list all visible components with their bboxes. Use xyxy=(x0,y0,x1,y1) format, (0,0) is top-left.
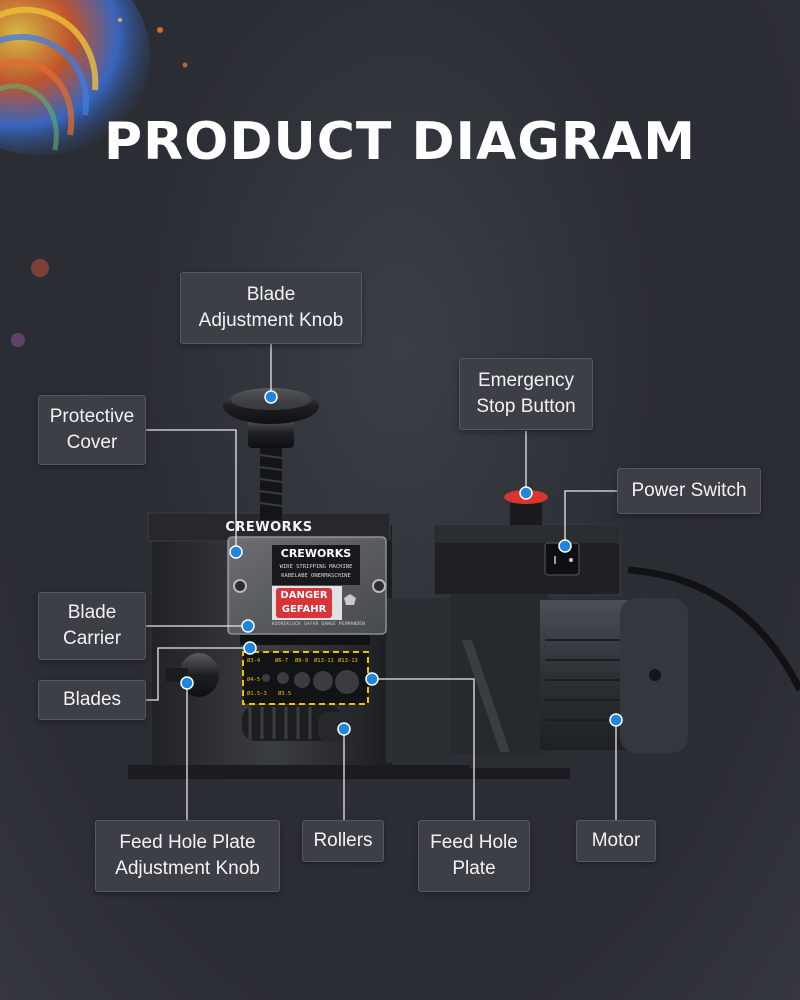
hotspot-protective-cover[interactable] xyxy=(229,545,243,559)
hotspot-markers xyxy=(180,390,623,736)
wire-bundle-decoration xyxy=(0,0,188,347)
label-plate xyxy=(272,545,360,585)
label-blade-carrier[interactable]: Blade Carrier xyxy=(38,592,146,660)
plate-brand-text: CREWORKS xyxy=(280,547,352,560)
hole-size-label: Ø3-4 xyxy=(247,658,261,664)
hotspot-feed-hole-plate[interactable] xyxy=(365,672,379,686)
hotspot-motor[interactable] xyxy=(609,713,623,727)
hole-size-label: Ø3.5 xyxy=(278,691,292,697)
hotspot-blade-carrier[interactable] xyxy=(241,619,255,633)
label-feed-hole-plate-adjustment-knob[interactable]: Feed Hole Plate Adjustment Knob xyxy=(95,820,280,892)
hole-size-label: Ø6-7 xyxy=(275,658,289,664)
leader-lines xyxy=(146,344,617,820)
danger-warning-badge: DANGER GEFAHR xyxy=(276,588,332,618)
hotspot-emergency-stop[interactable] xyxy=(519,486,533,500)
plate-footer-text: KDOREKLOCK GAFAR DANGE PEHMANDEN xyxy=(272,622,366,627)
label-blade-adjustment-knob[interactable]: Blade Adjustment Knob xyxy=(180,272,362,344)
hole-size-label: Ø13-11 xyxy=(314,658,334,664)
label-protective-cover[interactable]: Protective Cover xyxy=(38,395,146,465)
page-title: PRODUCT DIAGRAM xyxy=(104,112,696,172)
hole-size-label: Ø1.5-3 xyxy=(247,691,267,697)
hole-size-label: Ø13-13 xyxy=(338,658,358,664)
hotspot-feed-plate-knob[interactable] xyxy=(180,676,194,690)
label-feed-hole-plate[interactable]: Feed Hole Plate xyxy=(418,820,530,892)
label-motor[interactable]: Motor xyxy=(576,820,656,862)
hotspot-power-switch[interactable] xyxy=(558,539,572,553)
hotspot-blades[interactable] xyxy=(243,641,257,655)
label-rollers[interactable]: Rollers xyxy=(302,820,384,862)
hotspot-rollers[interactable] xyxy=(337,722,351,736)
label-power-switch[interactable]: Power Switch xyxy=(617,468,761,514)
base-plate xyxy=(128,765,570,779)
hole-size-label: Ø8-9 xyxy=(295,658,309,664)
power-cable xyxy=(627,566,800,692)
rollers-shape xyxy=(242,705,358,742)
label-blades[interactable]: Blades xyxy=(38,680,146,720)
plate-description-text: WIRE STRIPPING MACHINE KABELABE ONERMASC… xyxy=(279,564,353,579)
label-emergency-stop-button[interactable]: Emergency Stop Button xyxy=(459,358,593,430)
hole-size-label: Ø4-5 xyxy=(247,677,261,683)
hotspot-blade-adjustment-knob[interactable] xyxy=(264,390,278,404)
housing-brand-text: CREWORKS xyxy=(225,520,313,535)
gear-warning-icon xyxy=(344,594,356,605)
gearbox xyxy=(386,598,456,763)
